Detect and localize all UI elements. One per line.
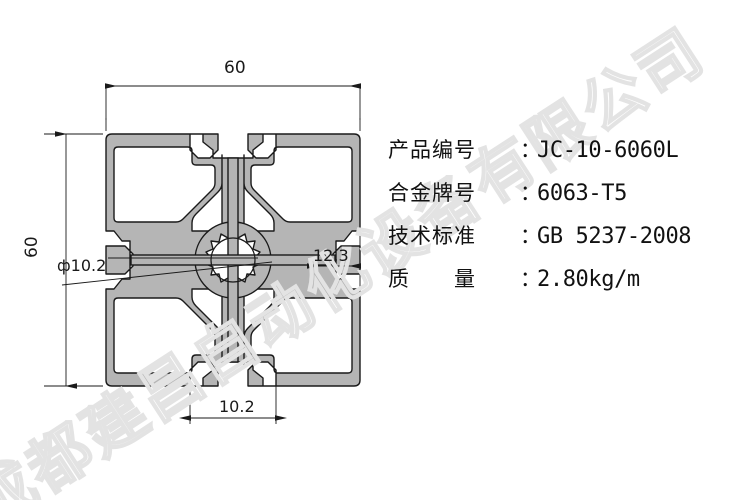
dimension-label-height: 60 — [22, 236, 42, 258]
dimension-width — [105, 83, 361, 131]
spec-label-technical-standard: 技术标准 — [388, 224, 476, 248]
web-horizontal — [130, 254, 336, 266]
dimension-label-slot-width: 10.2 — [219, 397, 255, 416]
dimension-web-offset — [307, 228, 361, 296]
dimension-slot-width — [179, 386, 287, 424]
spec-row-alloy-grade: 合金牌号 ： 6063-T5 — [388, 177, 738, 220]
spec-colon-product-code: ： — [520, 138, 541, 162]
spec-colon-alloy-grade: ： — [520, 181, 541, 205]
spec-label-alloy-grade: 合金牌号 — [388, 181, 476, 205]
dimension-bore-leader — [61, 257, 273, 286]
spec-value-alloy-grade: 6063-T5 — [537, 181, 627, 206]
profile-geometry — [105, 133, 361, 387]
dimension-height — [44, 131, 103, 389]
spec-row-product-code: 产品编号 ： JC-10-6060L — [388, 134, 738, 177]
center-bore-inner — [210, 237, 256, 283]
spec-colon-technical-standard: ： — [520, 224, 541, 248]
spec-value-weight: 2.80kg/m — [537, 267, 640, 292]
dimension-label-bore: ф10.2 — [57, 256, 107, 275]
specification-block: 产品编号 ： JC-10-6060L 合金牌号 ： 6063-T5 技术标准 ：… — [388, 134, 738, 306]
spec-value-product-code: JC-10-6060L — [537, 138, 679, 163]
spec-row-technical-standard: 技术标准 ： GB 5237-2008 — [388, 220, 738, 263]
dimension-label-width: 60 — [224, 58, 246, 78]
spec-value-technical-standard: GB 5237-2008 — [537, 224, 692, 249]
dimension-label-web-offset: 12.3 — [313, 246, 349, 265]
spec-label-weight: 质 量 — [388, 267, 476, 291]
spec-colon-weight: ： — [520, 267, 541, 291]
spec-label-product-code: 产品编号 — [388, 138, 476, 162]
spec-row-weight: 质 量 ： 2.80kg/m — [388, 263, 738, 306]
